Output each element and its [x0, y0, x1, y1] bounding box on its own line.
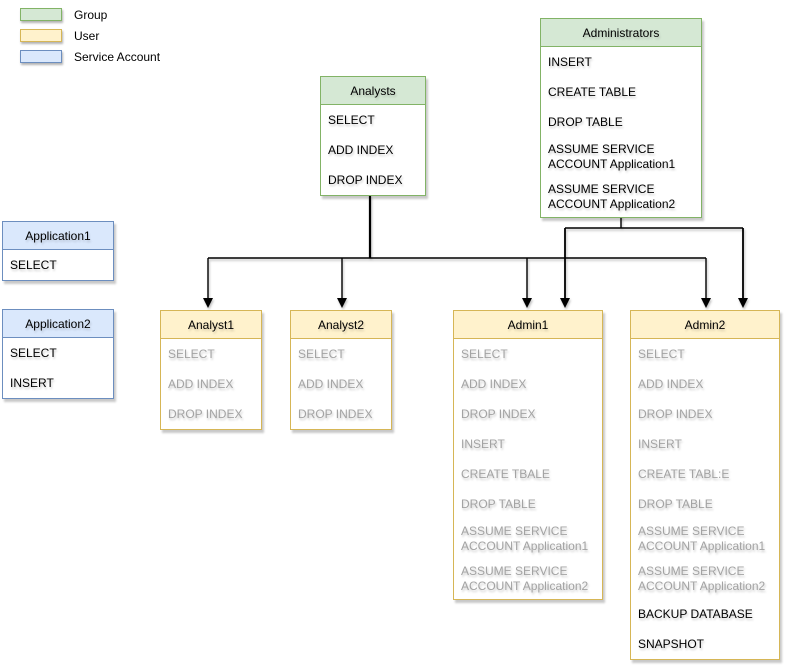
permission-item: CREATE TABLE: [548, 84, 637, 99]
application1-permissions: SELECT: [3, 250, 113, 280]
permission-item: ADD INDEX: [461, 376, 527, 391]
permission-item: BACKUP DATABASE: [638, 606, 753, 621]
user-swatch: [20, 29, 62, 42]
legend-label-user: User: [74, 28, 100, 43]
legend: Group User Service Account: [20, 8, 160, 71]
permission-item: ADD INDEX: [168, 376, 234, 391]
permission-item: SELECT: [638, 346, 685, 361]
permission-item: CREATE TABL:E: [638, 466, 730, 481]
permission-item: ASSUME SERVICE ACCOUNT Application1: [461, 524, 589, 553]
admin1-permissions: SELECT ADD INDEX DROP INDEX INSERT CREATE TB…: [454, 339, 602, 599]
permission-item: INSERT: [638, 436, 682, 451]
analyst1-permissions: SELECT ADD INDEX DROP INDEX: [161, 339, 261, 429]
legend-label-group: Group: [74, 7, 108, 22]
permission-item: INSERT: [548, 54, 592, 69]
permission-item: ADD INDEX: [298, 376, 364, 391]
permission-item: DROP TABLE: [638, 496, 713, 511]
permission-item: DROP INDEX: [298, 406, 373, 421]
legend-item-service-account: Service Account: [20, 49, 161, 64]
admin2-title: Admin2: [631, 311, 779, 339]
permission-item: ASSUME SERVICE ACCOUNT Application2: [638, 564, 766, 593]
application1-title: Application1: [3, 222, 113, 250]
analyst1-title: Analyst1: [161, 311, 261, 339]
administrators-permissions: INSERT CREATE TABLE DROP TABLE ASSUME SERVI…: [541, 47, 701, 217]
permission-item: CREATE TBALE: [461, 466, 550, 481]
permission-item: SELECT: [10, 257, 57, 272]
permission-item: ADD INDEX: [328, 142, 394, 157]
permission-item: SELECT: [10, 345, 57, 360]
analyst2-title: Analyst2: [291, 311, 391, 339]
analyst2-permissions: SELECT ADD INDEX DROP INDEX: [291, 339, 391, 429]
legend-label-service-account: Service Account: [74, 49, 161, 64]
permission-item: ASSUME SERVICE ACCOUNT Application2: [461, 564, 589, 593]
permission-item: SELECT: [168, 346, 215, 361]
permission-item: DROP TABLE: [461, 496, 536, 511]
admin2-permissions: SELECT ADD INDEX DROP INDEX INSERT CREATE TA…: [631, 339, 779, 659]
permission-item: ADD INDEX: [638, 376, 704, 391]
permission-item: DROP TABLE: [548, 114, 623, 129]
legend-item-group: Group: [20, 7, 160, 22]
group-swatch: [20, 8, 62, 21]
application2-permissions: SELECT INSERT: [3, 338, 113, 398]
permission-item: DROP INDEX: [461, 406, 536, 421]
permission-item: DROP INDEX: [328, 172, 403, 187]
permission-item: ASSUME SERVICE ACCOUNT Application2: [548, 182, 676, 211]
permission-item: DROP INDEX: [638, 406, 713, 421]
permission-item: SNAPSHOT: [638, 636, 705, 651]
admin1-title: Admin1: [454, 311, 602, 339]
legend-item-user: User: [20, 28, 160, 43]
permission-item: INSERT: [461, 436, 505, 451]
permission-item: DROP INDEX: [168, 406, 243, 421]
permission-item: SELECT: [328, 112, 375, 127]
service-account-swatch: [20, 50, 62, 63]
application2-title: Application2: [3, 310, 113, 338]
permission-item: INSERT: [10, 375, 54, 390]
permission-item: ASSUME SERVICE ACCOUNT Application1: [548, 142, 676, 171]
permission-item: SELECT: [298, 346, 345, 361]
permission-item: SELECT: [461, 346, 508, 361]
analysts-permissions: SELECT ADD INDEX DROP INDEX: [321, 105, 425, 195]
administrators-title: Administrators: [541, 19, 701, 47]
permission-item: ASSUME SERVICE ACCOUNT Application1: [638, 524, 766, 553]
analysts-title: Analysts: [321, 77, 425, 105]
